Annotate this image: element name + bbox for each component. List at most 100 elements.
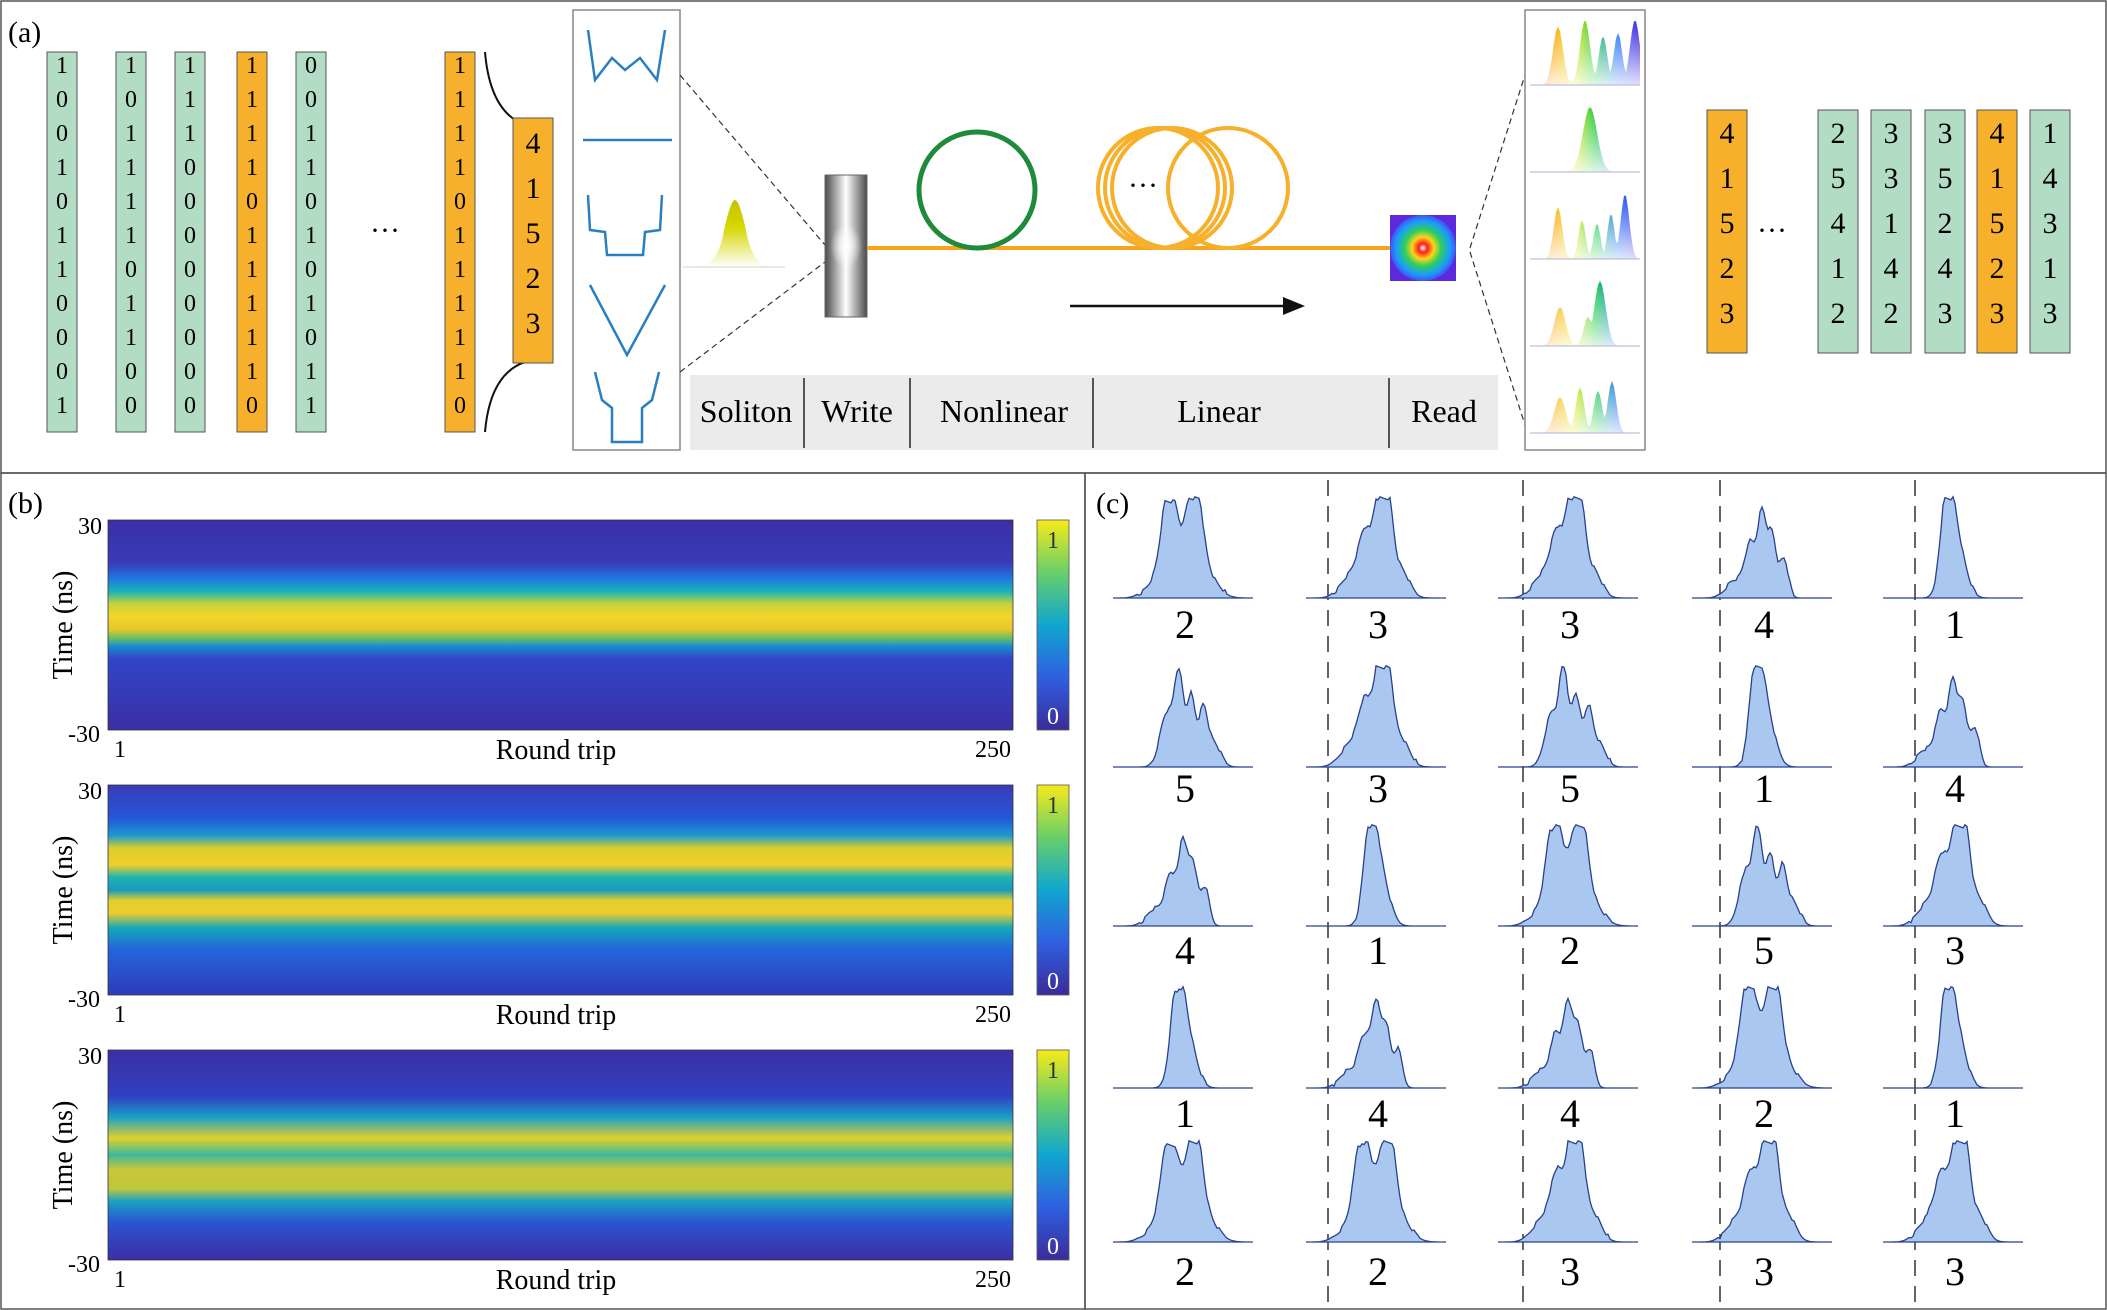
output-column-digit: 2 <box>1990 252 2005 285</box>
mask-profile-4 <box>588 284 667 358</box>
binary-digit: 0 <box>56 291 68 317</box>
colorbar-max-label: 1 <box>1047 1058 1059 1084</box>
propagation-arrow-head <box>1283 297 1305 315</box>
binary-column <box>174 51 206 433</box>
pulse-label: 4 <box>1560 1091 1580 1136</box>
colorbar <box>1036 784 1070 996</box>
binary-digit: 1 <box>305 359 317 385</box>
binary-digit: 1 <box>56 223 68 249</box>
binary-digit: 1 <box>125 291 137 317</box>
pulse-label: 1 <box>1368 928 1388 973</box>
x-tick-left: 1 <box>114 1267 126 1293</box>
linear-ring-stack <box>1096 126 1290 250</box>
binary-digit: 1 <box>246 359 258 385</box>
binary-digit: 1 <box>125 189 137 215</box>
binary-digit: 0 <box>56 87 68 113</box>
spectrum-fade <box>1530 281 1640 346</box>
colorbar <box>1036 519 1070 731</box>
pulse-shape <box>1498 824 1638 927</box>
binary-digit: 0 <box>184 257 196 283</box>
x-axis-label: Round trip <box>496 735 617 766</box>
mask-zoom-line-top <box>679 74 826 246</box>
selected-binary-digit: 0 <box>454 393 466 419</box>
stage-label-linear: Linear <box>1177 393 1261 429</box>
nonlinear-ring <box>916 129 1038 251</box>
mask-profile-1 <box>586 29 667 84</box>
output-column <box>1976 109 2018 354</box>
output-column-digit: 4 <box>1990 117 2005 150</box>
binary-digit: 1 <box>305 121 317 147</box>
y-tick-top: 30 <box>78 514 102 540</box>
binary-digit: 1 <box>56 53 68 79</box>
selected-binary-digit: 1 <box>454 291 466 317</box>
colorbar-min-label: 0 <box>1047 1234 1059 1260</box>
heatmap-frame <box>107 519 1014 731</box>
binary-digit: 1 <box>125 121 137 147</box>
y-axis-label: Time (ns) <box>48 571 79 680</box>
stage-label-nonlinear: Nonlinear <box>940 393 1068 429</box>
output-column-digit: 2 <box>1831 297 1846 330</box>
bracket-curve-top <box>484 51 526 126</box>
spectrum-fade <box>1530 368 1640 433</box>
selected-code-digit: 5 <box>526 217 541 250</box>
pulse-label: 2 <box>1368 1249 1388 1294</box>
pulse-shape <box>1306 495 1446 599</box>
binary-digit: 0 <box>125 359 137 385</box>
output-column-digit: 5 <box>1990 207 2005 240</box>
columns-ellipsis: ··· <box>370 214 400 247</box>
binary-digit: 1 <box>125 155 137 181</box>
output-column-digit: 1 <box>1831 252 1846 285</box>
output-column-digit: 1 <box>1990 162 2005 195</box>
binary-column <box>115 51 147 433</box>
output-column-digit: 4 <box>1831 207 1846 240</box>
colorbar-min-label: 0 <box>1047 704 1059 730</box>
x-tick-right: 250 <box>975 737 1011 763</box>
heatmap-frame <box>107 784 1014 996</box>
binary-digit: 1 <box>305 223 317 249</box>
colorbar <box>1036 1049 1070 1261</box>
binary-digit: 1 <box>184 87 196 113</box>
x-axis-label: Round trip <box>496 1000 617 1031</box>
pulse-label: 2 <box>1175 602 1195 647</box>
panel-b-label: (b) <box>8 487 43 520</box>
selected-binary-digit: 0 <box>454 189 466 215</box>
binary-digit: 1 <box>246 155 258 181</box>
binary-digit: 0 <box>305 53 317 79</box>
output-column-digit: 4 <box>1884 252 1899 285</box>
binary-digit: 0 <box>125 257 137 283</box>
pulse-shape <box>1113 834 1253 927</box>
selected-binary-digit: 1 <box>454 223 466 249</box>
binary-digit: 0 <box>305 325 317 351</box>
binary-digit: 0 <box>125 87 137 113</box>
stage-label-bar <box>690 375 1498 450</box>
x-tick-right: 250 <box>975 1267 1011 1293</box>
binary-digit: 0 <box>184 393 196 419</box>
x-tick-left: 1 <box>114 737 126 763</box>
output-column-digit: 3 <box>1938 117 1953 150</box>
output-column-digit: 3 <box>1990 297 2005 330</box>
output-spectra <box>1530 20 1640 434</box>
pulse-label: 1 <box>1175 1091 1195 1136</box>
x-tick-left: 1 <box>114 1002 126 1028</box>
binary-column <box>295 51 327 433</box>
output-column-digit: 5 <box>1831 162 1846 195</box>
stage-label-read: Read <box>1411 393 1477 429</box>
output-column-digit: 1 <box>2043 117 2058 150</box>
pulse-label: 1 <box>1945 1091 1965 1136</box>
panel-c-label: (c) <box>1096 487 1129 520</box>
binary-digit: 1 <box>184 53 196 79</box>
pulse-label: 2 <box>1754 1091 1774 1136</box>
output-column-digit: 4 <box>2043 162 2058 195</box>
selected-binary-digit: 1 <box>454 325 466 351</box>
output-column-digit: 2 <box>1938 207 1953 240</box>
mask-zoom-line-bottom <box>679 261 826 373</box>
pulse-shape <box>1883 823 2023 927</box>
colorbar-max-label: 1 <box>1047 528 1059 554</box>
binary-digit: 0 <box>56 325 68 351</box>
selected-binary-digit: 1 <box>454 121 466 147</box>
y-axis-label: Time (ns) <box>48 1101 79 1210</box>
pulse-label: 5 <box>1175 766 1195 811</box>
binary-digit: 1 <box>125 53 137 79</box>
